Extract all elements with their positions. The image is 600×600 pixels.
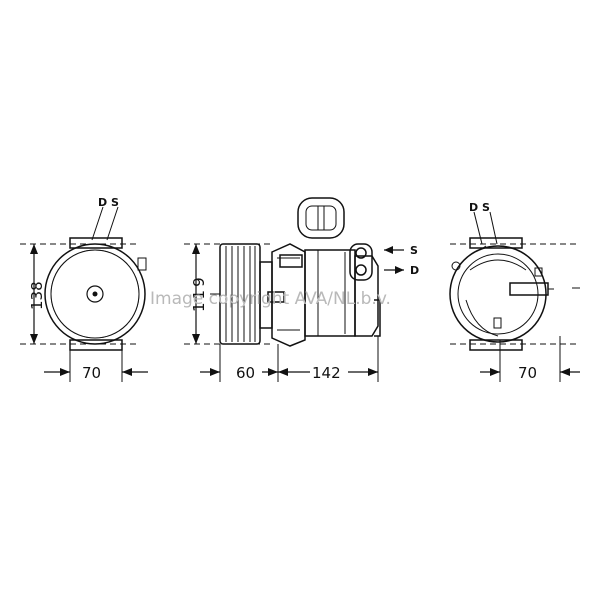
front-view: D S <box>20 196 147 351</box>
port-s-label: S <box>410 244 418 257</box>
dim-width-left: 70 <box>44 350 148 382</box>
dim-label-60: 60 <box>236 364 255 382</box>
dim-label-119: 119 <box>190 274 208 312</box>
dim-label-70-left: 70 <box>82 364 101 382</box>
dim-height-left: 138 <box>28 244 46 344</box>
dim-width-right: 70 <box>480 336 580 382</box>
ds-label-left: D S <box>98 196 119 209</box>
ds-label-right: D S <box>469 201 490 214</box>
dim-label-70-right: 70 <box>518 364 537 382</box>
watermark-text: Image copyright AVA/NL.b.v. <box>150 289 391 309</box>
dim-label-138: 138 <box>28 281 46 310</box>
dim-label-142: 142 <box>312 364 341 382</box>
rear-view: D S <box>449 201 580 351</box>
dim-height-side: 119 <box>190 244 208 344</box>
port-d-label: D <box>410 264 419 277</box>
dim-lengths-side: 60 142 <box>200 336 379 382</box>
side-view: S D <box>184 197 419 347</box>
